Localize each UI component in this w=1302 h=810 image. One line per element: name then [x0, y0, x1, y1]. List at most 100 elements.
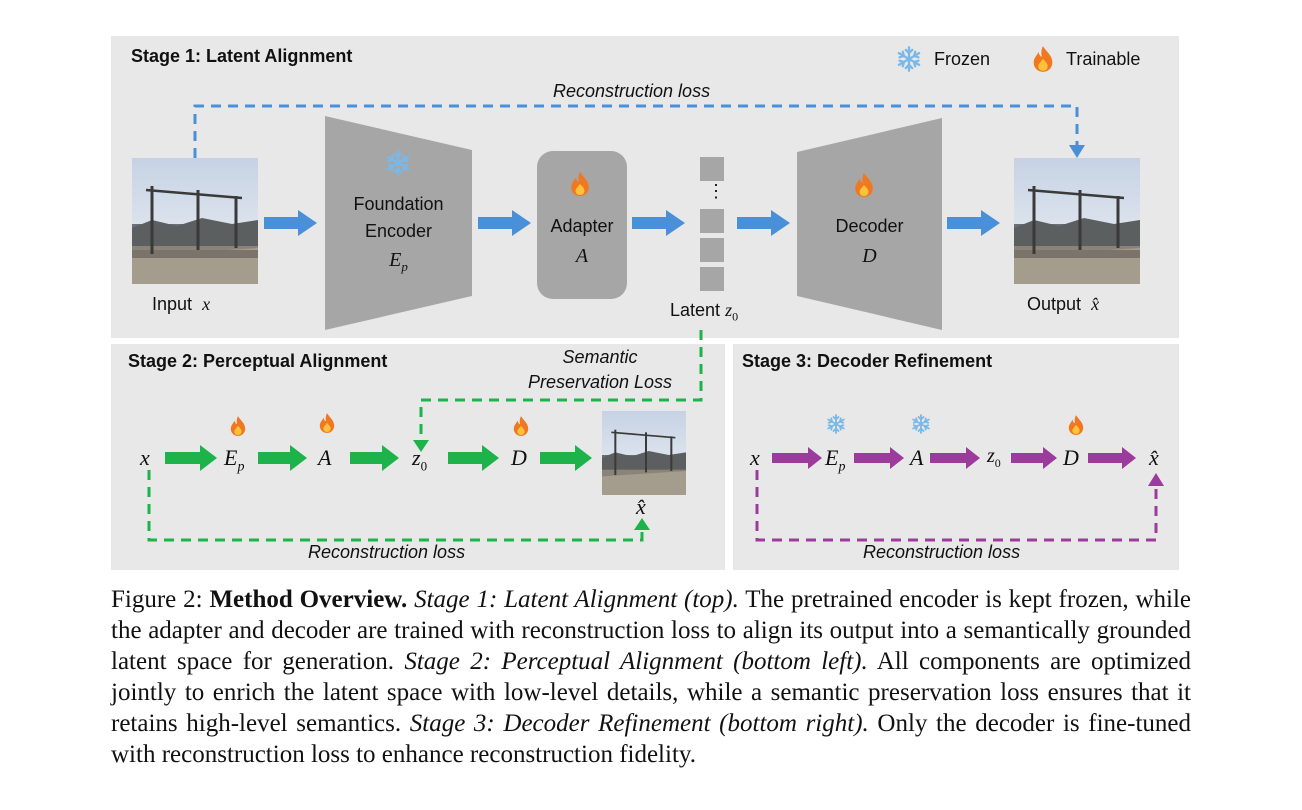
stage3-ep: Ep — [825, 445, 845, 475]
stage3-a: A — [910, 445, 924, 470]
stage2-z: z0 — [412, 445, 427, 474]
stage2-ep-flame-icon — [230, 416, 246, 436]
stage2-z-sub: 0 — [420, 458, 428, 474]
adapter-block — [537, 151, 627, 299]
stage3-z-sub: 0 — [994, 456, 1001, 470]
arrow-adapter-latent — [632, 210, 685, 236]
decoder-var: D — [862, 245, 877, 267]
latent-cell — [700, 209, 724, 233]
latent-var: z — [725, 300, 733, 320]
legend-frozen-label: Frozen — [934, 49, 991, 69]
caption-stage3-text: Only the decoder is fine-tuned with reco… — [111, 710, 1192, 768]
latent-label: Latent z0 — [670, 300, 738, 325]
figure-caption: Figure 2: Method Overview. Stage 1: Late… — [111, 584, 1191, 770]
latent-sub: 0 — [732, 309, 739, 324]
legend-snowflake-icon — [897, 46, 921, 72]
stage3-z: z0 — [987, 445, 1001, 471]
caption-stage2-title: Stage 2: Perceptual Alignment (bottom le… — [404, 648, 868, 675]
stage2-title: Stage 2: Perceptual Alignment — [128, 351, 388, 371]
stage3-a-snowflake-icon — [912, 414, 930, 434]
encoder-line2: Encoder — [364, 221, 433, 241]
stage1-title: Stage 1: Latent Alignment — [131, 46, 353, 66]
adapter-var: A — [575, 245, 589, 267]
encoder-var: E — [389, 249, 402, 271]
stage2-ep-var: E — [224, 445, 238, 470]
stage3-ep-var: E — [825, 445, 839, 470]
semantic-preservation-loss-path — [419, 330, 703, 442]
stage3-reconstruction-loss-label: Reconstruction loss — [863, 542, 1021, 562]
caption-bold-title: Method Overview. — [209, 586, 408, 613]
arrow-x-ep — [165, 445, 217, 471]
decoder-label: Decoder D — [797, 211, 942, 271]
stage2-reconstruction-loss-path — [147, 470, 644, 542]
stage3-d: D — [1063, 445, 1079, 470]
stage1-arrows — [264, 210, 1000, 236]
arrow-input-encoder — [264, 210, 317, 236]
encoder-label: Foundation Encoder Ep — [325, 191, 472, 280]
stage1-reconstruction-loss-label: Reconstruction loss — [553, 81, 711, 101]
adapter-label: Adapter A — [537, 211, 627, 271]
arrow-encoder-adapter — [478, 210, 531, 236]
arrow3-z-d — [1011, 447, 1057, 469]
stage2-reconstruction-loss-label: Reconstruction loss — [308, 542, 466, 562]
stage3-d-flame-icon — [1068, 415, 1084, 435]
stage2-d-flame-icon — [513, 416, 529, 436]
stage2-xhat: x̂ — [636, 494, 646, 519]
stage3-title: Stage 3: Decoder Refinement — [742, 351, 993, 371]
caption-stage2-text: All components are optimized jointly to … — [111, 648, 1191, 737]
decoder-text: Decoder — [835, 216, 904, 236]
arrow-decoder-output — [947, 210, 1000, 236]
stage2-output-image — [602, 411, 686, 495]
adapter-text: Adapter — [550, 216, 614, 236]
arrow3-d-xhat — [1088, 447, 1136, 469]
input-var: x — [202, 294, 211, 314]
stage3-arrows — [772, 447, 1136, 469]
arrow3-x-ep — [772, 447, 822, 469]
foundation-encoder-block — [325, 116, 472, 330]
semantic-line2: Preservation Loss — [527, 372, 673, 392]
latent-cell — [700, 267, 724, 291]
latent-cell — [700, 157, 724, 181]
stage2-a-flame-icon — [319, 413, 335, 433]
stage2-ep: Ep — [224, 445, 244, 475]
stage3-reconstruction-loss-path — [755, 470, 1158, 542]
arrow3-ep-a — [854, 447, 904, 469]
latent-dots: ⋮ — [707, 181, 725, 201]
stage3-z-var: z — [987, 445, 995, 467]
input-label: Input x — [152, 294, 210, 315]
stage2-a: A — [318, 445, 332, 470]
encoder-line1: Foundation — [353, 194, 444, 214]
stage1-panel — [111, 36, 1179, 338]
output-image — [1014, 158, 1140, 284]
encoder-sub: p — [401, 259, 408, 274]
caption-stage1-title: Stage 1: Latent Alignment (top). — [414, 586, 739, 613]
arrow-latent-decoder — [737, 210, 790, 236]
stage2-z-var: z — [412, 445, 421, 470]
arrow-d-xhat — [540, 445, 592, 471]
input-text: Input — [152, 294, 193, 314]
stage2-ep-sub: p — [237, 459, 245, 475]
arrow-a-z — [350, 445, 399, 471]
caption-stage3-title: Stage 3: Decoder Refinement (bottom righ… — [409, 710, 869, 737]
arrow-ep-a — [258, 445, 307, 471]
figure-label: Figure 2: — [111, 586, 203, 613]
semantic-preservation-label: Semantic Preservation Loss — [500, 345, 700, 395]
legend-flame-icon — [1033, 46, 1053, 72]
stage1-reconstruction-loss-path — [193, 104, 1079, 158]
arrow3-a-z — [930, 447, 980, 469]
caption-stage1-text: The pretrained encoder is kept frozen, w… — [111, 586, 1192, 675]
stage2-arrows — [165, 445, 592, 471]
stage3-xhat: x̂ — [1149, 445, 1159, 470]
output-label: Output x̂ — [1027, 294, 1099, 315]
stage2-x: x — [140, 445, 150, 470]
stage3-x: x — [750, 445, 760, 470]
stage2-d: D — [511, 445, 527, 470]
stage3-ep-snowflake-icon — [827, 414, 845, 434]
latent-cell — [700, 238, 724, 262]
latent-text: Latent — [670, 300, 721, 320]
semantic-line1: Semantic — [562, 347, 638, 367]
decoder-block — [797, 118, 942, 330]
input-image — [132, 158, 258, 284]
legend-trainable-label: Trainable — [1066, 49, 1141, 69]
